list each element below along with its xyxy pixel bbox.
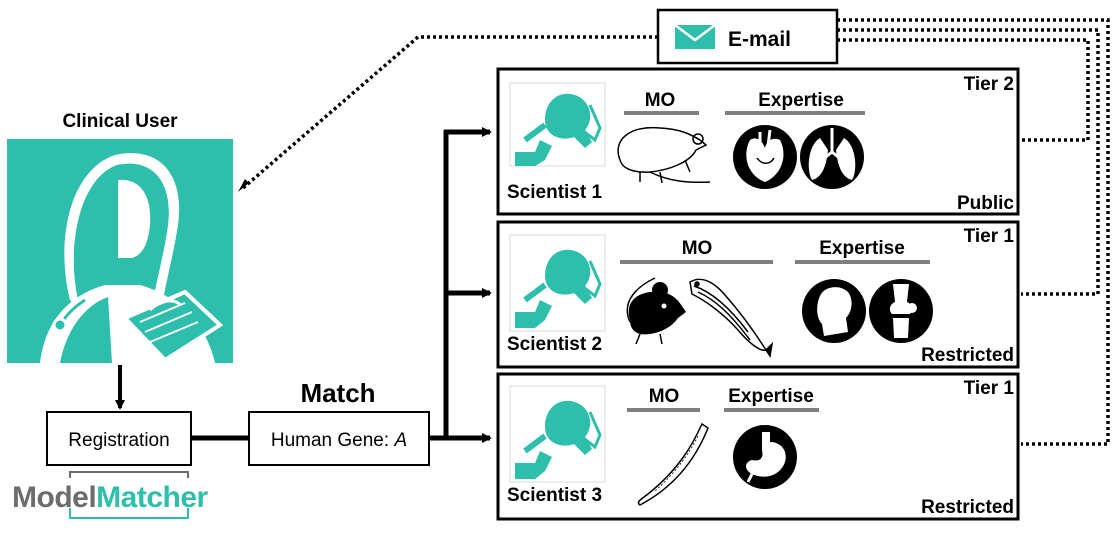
registration-box: Registration [46,411,192,466]
expertise-label: Expertise [758,90,844,111]
head-icon [802,279,866,343]
scientist-card-2: Scientist 2 Tier 1 Restricted MO Experti… [496,220,1020,369]
access-label: Restricted [921,497,1014,518]
model-matcher-logo: ModelMatcher [12,471,209,519]
tier-label: Tier 1 [964,226,1015,247]
scientist-card-3: Scientist 3 Tier 1 Restricted MO Experti… [496,372,1020,521]
knee-joint-icon [869,279,933,343]
match-label: Match [300,378,375,408]
match-branch-arrows [429,127,492,443]
mo-underline [627,408,700,412]
mo-underline [624,111,699,115]
expertise-label: Expertise [819,238,905,259]
mo-label: MO [682,238,713,259]
mo-underline [620,260,773,264]
lungs-icon [800,125,864,189]
scientist-card-1: Scientist 1 Tier 2 Public MO Expertise [496,67,1020,216]
email-label: E-mail [728,28,791,51]
scientist-microscope-icon [509,385,606,483]
rat-icon [617,126,711,184]
access-label: Restricted [921,345,1014,366]
logo-text: ModelMatcher [12,481,209,514]
expertise-underline [795,260,930,264]
worm-icon [637,422,709,506]
human-gene-text: Human Gene: A [271,430,407,451]
tier-label: Tier 1 [964,378,1015,399]
clinical-user-doctor-icon [7,139,233,363]
scientist-microscope-icon [509,82,606,167]
email-arrow-head [238,179,249,192]
human-gene-box: Human Gene: A [248,411,430,466]
stomach-icon [733,425,797,489]
clinical-user-label: Clinical User [62,111,178,132]
tier-label: Tier 2 [964,74,1014,95]
mo-label: MO [645,90,676,111]
access-label: Public [957,193,1014,214]
mo-label: MO [649,386,680,407]
zebrafish-icon [689,278,774,358]
logo-link-arc [69,508,189,519]
expertise-underline [724,408,819,412]
scientist-name: Scientist 3 [507,485,602,506]
registration-label: Registration [68,430,169,451]
scientist-name: Scientist 1 [507,182,602,203]
envelope-icon [674,24,716,49]
expertise-underline [725,111,865,115]
scientist-name: Scientist 2 [507,334,602,355]
heart-icon [733,125,797,189]
email-box: E-mail [656,8,839,65]
email-dotted-lines [241,18,1110,446]
expertise-label: Expertise [728,386,814,407]
mouse-icon [626,277,686,345]
scientist-microscope-icon [509,234,606,332]
